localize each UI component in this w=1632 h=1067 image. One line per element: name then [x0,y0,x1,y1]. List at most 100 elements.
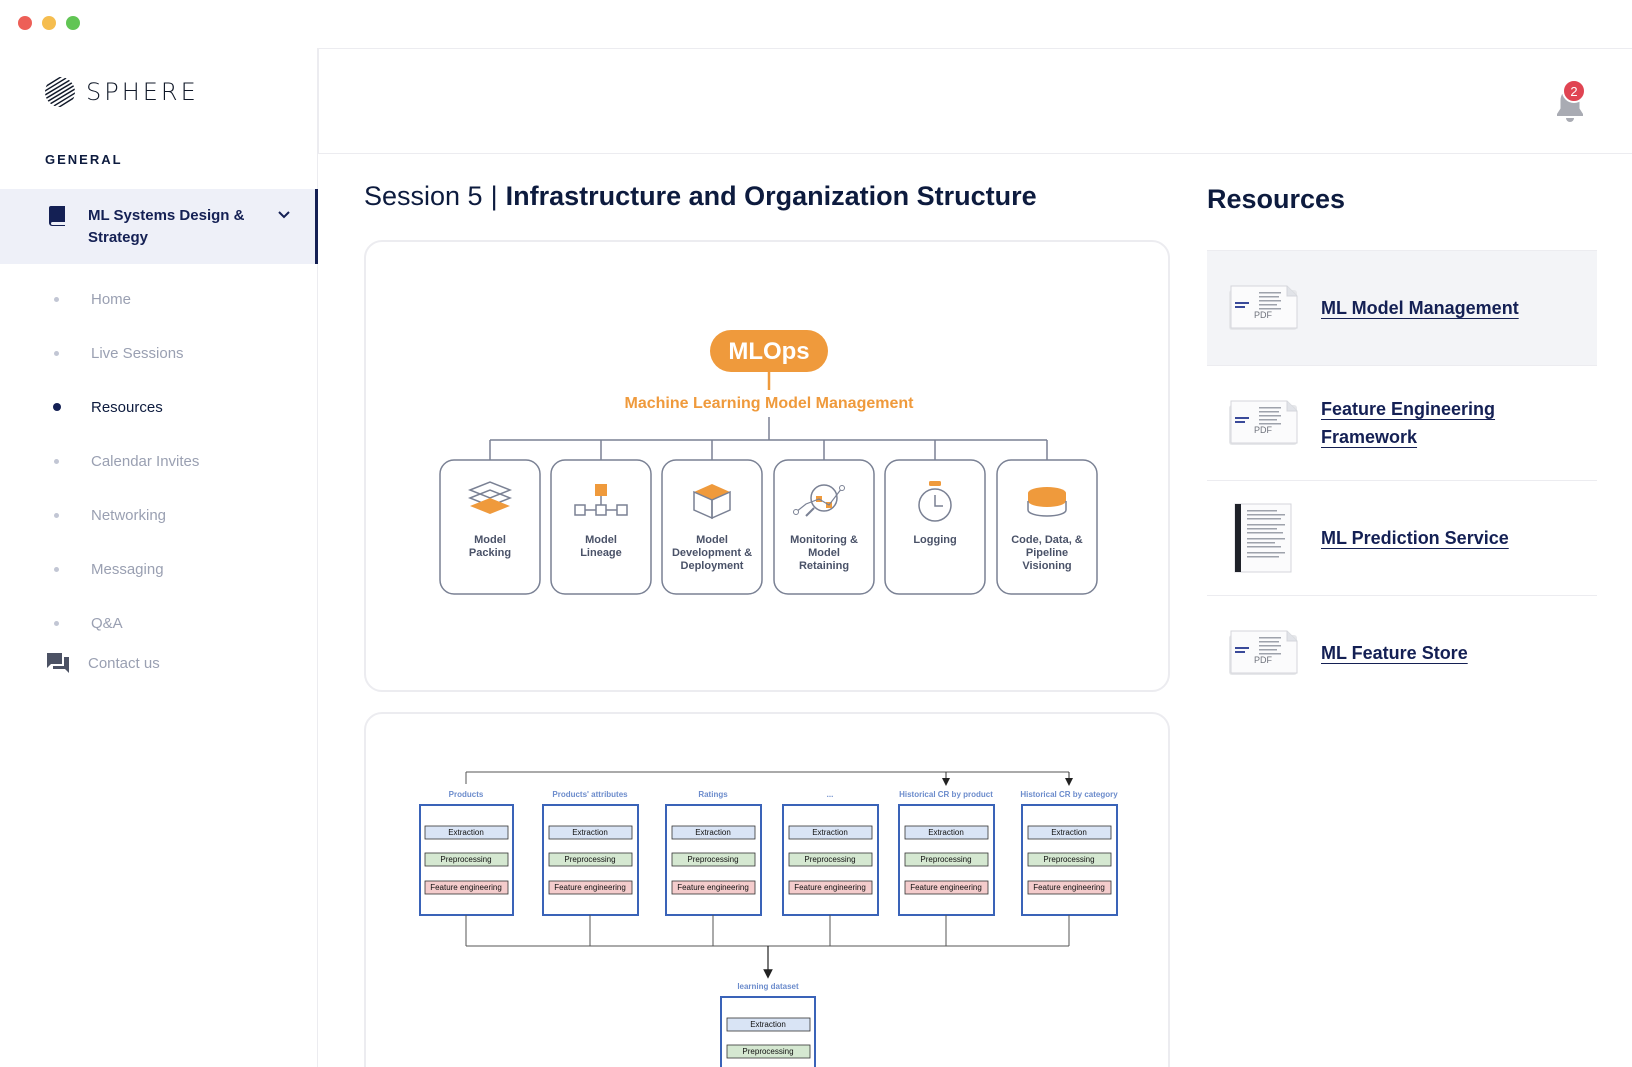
box-label-line: Monitoring & [790,534,858,546]
pipeline-step-label: Feature engineering [1033,883,1105,892]
window-controls [18,16,80,30]
box-label-line: Model [474,534,506,546]
resource-link[interactable]: Feature Engineering Framework [1321,399,1496,447]
pipeline-source-label: Products' attributes [552,790,628,799]
box-label-line: Visioning [1022,560,1071,572]
pipeline-column: ... Extraction Preprocessing Feature eng… [782,790,879,916]
pipeline-source-label: Historical CR by category [1020,790,1118,799]
sidebar-item-qa[interactable]: Q&A [0,596,318,650]
pdf-thumbnail-icon: PDF [1227,284,1299,332]
feature-pipeline-diagram-card[interactable]: Products Extraction Preprocessing Featur… [364,712,1170,1067]
contact-us-label: Contact us [88,654,160,672]
pipeline-step-label: Feature engineering [910,883,982,892]
pipeline-column: Historical CR by product Extraction Prep… [898,790,995,916]
cube-icon [693,484,731,520]
pipeline-output-box: Extraction Preprocessing [720,996,816,1067]
box-label-line: Code, Data, & [1011,534,1083,546]
pipeline-source-label: Ratings [698,790,728,799]
pdf-label: PDF [1254,310,1273,320]
maximize-window-button[interactable] [66,16,80,30]
sphere-logo-icon [45,77,75,107]
pipeline-step-label: Feature engineering [430,883,502,892]
sidebar-item-label: Messaging [91,560,164,578]
pipeline-step-label: Preprocessing [920,855,971,864]
title-separator: | [490,181,498,211]
contact-us-link[interactable]: Contact us [46,652,160,674]
mlops-subtitle: Machine Learning Model Management [625,395,915,412]
resource-item-feature-engineering-framework[interactable]: PDF Feature Engineering Framework [1207,365,1597,480]
sidebar-item-networking[interactable]: Networking [0,488,318,542]
pipeline-step-label: Preprocessing [440,855,491,864]
bullet-icon [53,403,61,411]
pdf-thumbnail-icon: PDF [1227,629,1299,677]
bullet-icon [54,296,59,302]
resource-item-ml-model-management[interactable]: PDF ML Model Management [1207,250,1597,365]
mlops-box-logging: Logging [884,459,986,595]
sidebar-item-live-sessions[interactable]: Live Sessions [0,326,318,380]
layers-icon [467,481,513,514]
box-label-line: Model [808,547,840,559]
sidebar-item-home[interactable]: Home [0,272,318,326]
mlops-box-model-lineage: Model Lineage [550,459,652,595]
pipeline-step-label: Preprocessing [687,855,738,864]
mlops-diagram-card[interactable]: MLOps Machine Learning Model Management … [364,240,1170,692]
brand-logo[interactable]: SPHERE [44,76,199,108]
bullet-icon [54,566,59,572]
pipeline-step-label: Preprocessing [564,855,615,864]
pipeline-source-label: Products [449,790,484,799]
feature-pipeline-diagram: Products Extraction Preprocessing Featur… [419,771,1118,1067]
sidebar-section-label: GENERAL [45,152,123,167]
sidebar-item-label: Resources [91,398,163,416]
box-label-line: Development & [672,547,752,559]
pipeline-step-label: Extraction [928,828,964,837]
page-title: Session 5|Infrastructure and Organizatio… [364,181,1037,212]
mlops-box-monitoring: Monitoring & Model Retaining [773,459,875,595]
pipeline-column: Products' attributes Extraction Preproce… [542,790,639,916]
pdf-label: PDF [1254,655,1273,665]
mlops-box-model-development: Model Development & Deployment [661,459,763,595]
sidebar-nav: Home Live Sessions Resources Calendar In… [0,272,318,650]
chevron-down-icon[interactable] [277,209,291,219]
mlops-badge-label: MLOps [728,338,809,365]
course-title: ML Systems Design & Strategy [88,207,245,246]
brand-name: SPHERE [86,78,199,106]
pdf-thumbnail-icon: PDF [1227,399,1299,447]
pipeline-step-label: Preprocessing [742,1047,793,1056]
resources-list: PDF ML Model Management PDF Feature Engi… [1207,250,1597,710]
mlops-diagram: MLOps Machine Learning Model Management … [439,330,1098,595]
pipeline-column: Historical CR by category Extraction Pre… [1020,790,1118,916]
pipeline-step-label: Extraction [448,828,484,837]
sidebar-item-label: Home [91,290,132,308]
resource-link[interactable]: ML Model Management [1321,298,1519,318]
resource-link[interactable]: ML Prediction Service [1321,528,1509,548]
course-selector[interactable]: ML Systems Design & Strategy [0,189,318,264]
sidebar: SPHERE GENERAL ML Systems Design & Strat… [0,48,318,1067]
box-label-line: Logging [913,534,956,546]
chat-icon [47,653,69,673]
sidebar-item-calendar-invites[interactable]: Calendar Invites [0,434,318,488]
pipeline-step-label: Preprocessing [804,855,855,864]
pipeline-step-label: Feature engineering [677,883,749,892]
sidebar-item-resources[interactable]: Resources [0,380,318,434]
box-label-line: Model [696,534,728,546]
mlops-badge [710,330,828,372]
box-label-line: Packing [469,547,511,559]
pipeline-source-label: Historical CR by product [899,790,993,799]
box-label-line: Retaining [799,560,849,572]
close-window-button[interactable] [18,16,32,30]
resource-link[interactable]: ML Feature Store [1321,643,1468,663]
box-label-line: Pipeline [1026,547,1068,559]
box-label-line: Model [585,534,617,546]
resource-item-ml-feature-store[interactable]: PDF ML Feature Store [1207,595,1597,710]
sidebar-item-messaging[interactable]: Messaging [0,542,318,596]
pipeline-step-label: Feature engineering [794,883,866,892]
minimize-window-button[interactable] [42,16,56,30]
pipeline-column: Products Extraction Preprocessing Featur… [419,790,514,916]
pipeline-output-label: learning dataset [737,982,799,991]
notification-badge: 2 [1562,79,1586,103]
session-title: Infrastructure and Organization Structur… [505,181,1037,211]
resource-item-ml-prediction-service[interactable]: ML Prediction Service [1207,480,1597,595]
pipeline-column: Ratings Extraction Preprocessing Feature… [665,790,762,916]
sidebar-item-label: Live Sessions [91,344,184,362]
pipeline-step-label: Extraction [572,828,608,837]
